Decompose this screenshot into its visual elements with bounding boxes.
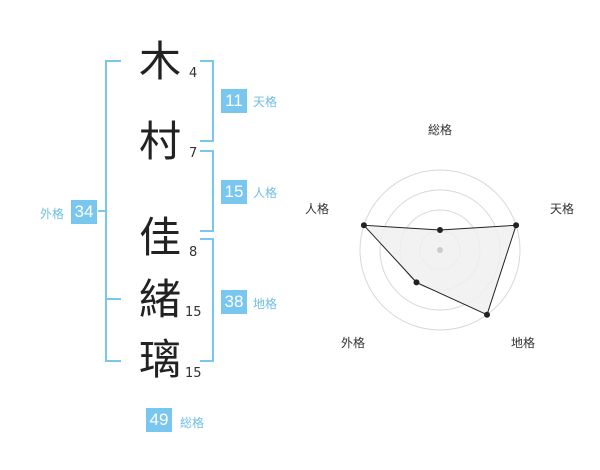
radar-center-dot bbox=[437, 247, 443, 253]
gaikaku-value: 34 bbox=[71, 200, 97, 224]
gaikaku-bracket-mid bbox=[105, 298, 121, 300]
tenkaku-value: 11 bbox=[221, 89, 247, 113]
gaikaku-bracket-tick bbox=[98, 210, 106, 212]
stroke-count-2: 7 bbox=[189, 146, 198, 161]
radar-point-soukaku bbox=[437, 227, 443, 233]
stroke-count-4: 15 bbox=[185, 305, 202, 320]
radar-label-soukaku: 総格 bbox=[428, 123, 453, 137]
tenkaku-label: 天格 bbox=[253, 95, 278, 109]
radar-ring-4 bbox=[359, 169, 521, 331]
radar-point-gaikaku bbox=[413, 279, 420, 286]
chikaku-bracket bbox=[200, 238, 214, 362]
jinkaku-bracket bbox=[200, 150, 214, 232]
name-char-5: 璃 bbox=[138, 335, 181, 384]
radar-label-tenkaku: 天格 bbox=[550, 202, 575, 216]
chikaku-value: 38 bbox=[221, 290, 247, 314]
jinkaku-label: 人格 bbox=[253, 186, 278, 200]
stroke-count-1: 4 bbox=[189, 66, 198, 81]
radar-shape bbox=[362, 224, 517, 316]
soukaku-label: 総格 bbox=[180, 416, 205, 430]
radar-label-gaikaku: 外格 bbox=[341, 336, 366, 350]
radar-point-tenkaku bbox=[513, 222, 520, 229]
name-char-4: 緒 bbox=[138, 275, 181, 324]
gaikaku-bracket bbox=[105, 60, 121, 362]
radar-points bbox=[360, 222, 520, 318]
chikaku-label: 地格 bbox=[253, 297, 278, 311]
jinkaku-value: 15 bbox=[221, 180, 247, 204]
radar-label-chikaku: 地格 bbox=[511, 336, 536, 350]
name-char-2: 村 bbox=[138, 117, 181, 166]
soukaku-value: 49 bbox=[146, 408, 172, 432]
stroke-count-3: 8 bbox=[189, 245, 198, 260]
radar-label-jinkaku: 人格 bbox=[305, 202, 330, 216]
radar-point-jinkaku bbox=[360, 222, 367, 229]
tenkaku-bracket bbox=[200, 60, 214, 142]
stroke-count-5: 15 bbox=[185, 366, 202, 381]
name-char-1: 木 bbox=[138, 37, 181, 86]
gaikaku-label: 外格 bbox=[40, 207, 65, 221]
name-char-3: 佳 bbox=[138, 213, 181, 262]
radar-point-chikaku bbox=[484, 311, 491, 318]
